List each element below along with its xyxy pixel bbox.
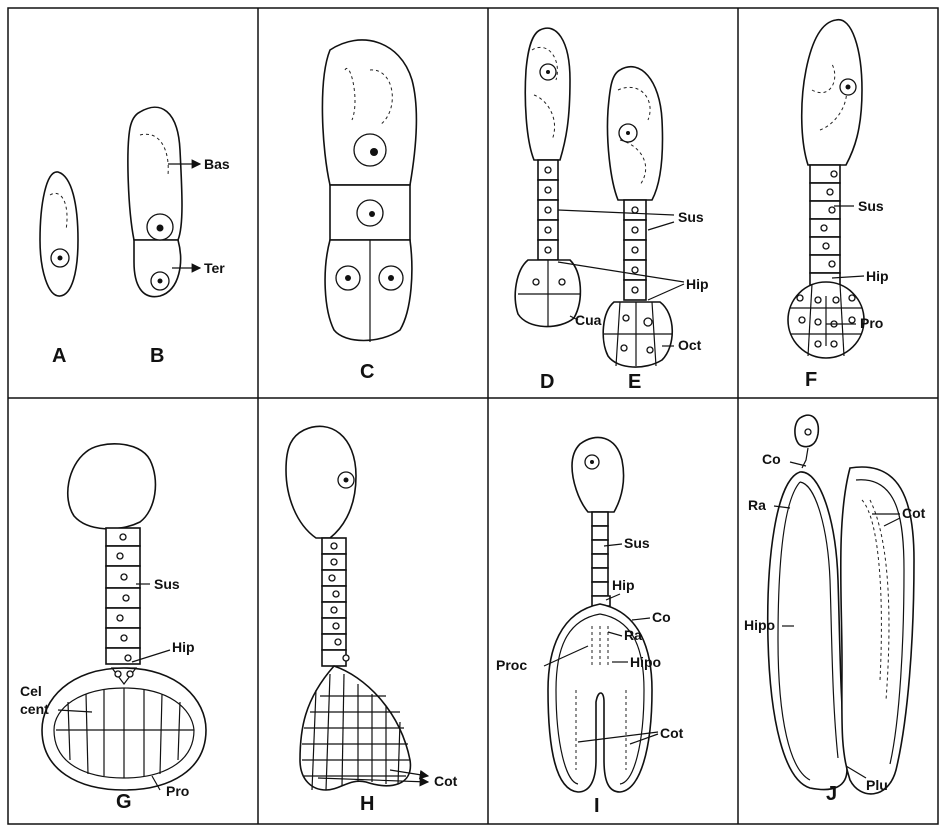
label-cortex-i: Co bbox=[652, 609, 671, 625]
label-suspensor-de: Sus bbox=[678, 209, 704, 225]
label-cotyledon-j: Cot bbox=[902, 505, 926, 521]
panel-letter-f: F bbox=[805, 369, 817, 391]
panel-letter-h: H bbox=[360, 793, 374, 815]
label-proembryo-f: Pro bbox=[860, 315, 883, 331]
label-suspensor-f: Sus bbox=[858, 198, 884, 214]
label-cortex-j: Co bbox=[762, 451, 781, 467]
label-suspensor-g: Sus bbox=[154, 576, 180, 592]
panel-letter-c: C bbox=[360, 361, 374, 383]
label-octant: Oct bbox=[678, 337, 702, 353]
label-hypophysis-f: Hip bbox=[866, 268, 889, 284]
panel-i-torpedo-stage: Sus Hip Co Ra Hipo Proc Cot I bbox=[496, 437, 684, 817]
panel-letter-b: B bbox=[150, 345, 164, 367]
label-radicle-j: Ra bbox=[748, 497, 766, 513]
label-cotyledon-h: Cot bbox=[434, 773, 458, 789]
label-central-cells-line1: Cel bbox=[20, 683, 42, 699]
label-quadrant: Cua bbox=[575, 312, 602, 328]
panel-j-mature-embryo: Co Ra Cot Hipo Plu J bbox=[744, 415, 926, 805]
panel-letter-g: G bbox=[116, 791, 132, 813]
label-hypophysis-i: Hip bbox=[612, 577, 635, 593]
panel-e-octant: Oct Sus Hip E bbox=[558, 67, 709, 393]
label-plumule-j: Plu bbox=[866, 777, 888, 793]
panel-letter-d: D bbox=[540, 371, 554, 393]
panel-a-zygote: A bbox=[40, 172, 78, 367]
label-suspensor-i: Sus bbox=[624, 535, 650, 551]
panel-c-four-cell: C bbox=[322, 40, 416, 383]
panel-b-two-cell: Bas Ter B bbox=[128, 107, 230, 367]
label-procambium-i: Proc bbox=[496, 657, 527, 673]
label-terminal-cell: Ter bbox=[204, 260, 225, 276]
panel-letter-i: I bbox=[594, 795, 600, 817]
label-hypophysis-g: Hip bbox=[172, 639, 195, 655]
label-basal-cell: Bas bbox=[204, 156, 230, 172]
panel-h-heart-stage: Cot H bbox=[286, 426, 458, 815]
panel-g-globular-embryo: Sus Hip Cel cent Pro G bbox=[20, 444, 206, 813]
label-hypophysis-de: Hip bbox=[686, 276, 709, 292]
label-hypocotyl-j: Hipo bbox=[744, 617, 775, 633]
label-protoderm-g: Pro bbox=[166, 783, 189, 799]
label-radicle-i: Ra bbox=[624, 627, 642, 643]
panel-letter-j: J bbox=[826, 783, 837, 805]
label-central-cells-line2: cent bbox=[20, 701, 49, 717]
label-cotyledon-i: Cot bbox=[660, 725, 684, 741]
panel-f-globular: Sus Hip Pro F bbox=[788, 20, 889, 391]
label-hypocotyl-i: Hipo bbox=[630, 654, 661, 670]
panel-letter-a: A bbox=[52, 345, 66, 367]
panel-letter-e: E bbox=[628, 371, 641, 393]
